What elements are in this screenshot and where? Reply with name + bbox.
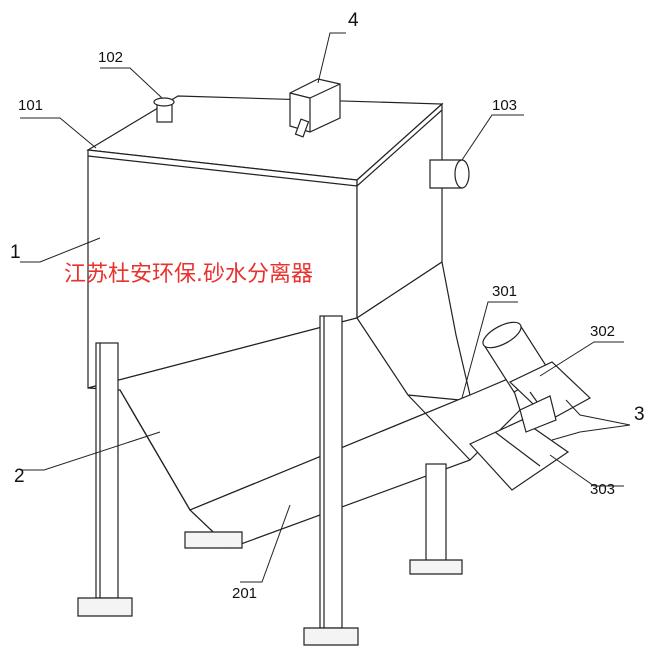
outlet-cylinder-top xyxy=(482,321,522,349)
leg-left-foot xyxy=(77,597,133,617)
leader-102 xyxy=(100,67,163,99)
label-101: 101 xyxy=(18,97,43,114)
side-pipe-103 xyxy=(429,159,470,189)
leader-2 xyxy=(20,431,161,471)
motor-body xyxy=(289,78,341,133)
outlet-connector xyxy=(519,395,557,433)
leader-3b xyxy=(551,424,631,441)
watermark-text: 江苏杜安环保.砂水分离器 xyxy=(64,262,313,287)
leader-3a xyxy=(565,399,631,426)
label-201: 201 xyxy=(232,585,257,602)
box-303-edge xyxy=(494,431,541,467)
legs xyxy=(77,315,463,646)
pipe-102-mouth xyxy=(153,97,175,107)
label-1: 1 xyxy=(10,242,21,263)
tank-top-rim xyxy=(87,109,443,187)
inlet-pipe-102 xyxy=(153,97,175,123)
leader-lines xyxy=(20,32,631,583)
leg-right xyxy=(425,463,447,563)
leader-103 xyxy=(461,114,524,161)
label-302: 302 xyxy=(590,323,615,340)
leader-301 xyxy=(461,301,518,399)
leg-left xyxy=(95,342,119,599)
leader-201 xyxy=(240,504,291,583)
tank-body xyxy=(86,95,444,389)
label-301: 301 xyxy=(492,283,517,300)
leader-101 xyxy=(20,117,97,149)
motor-edge-1 xyxy=(289,92,311,99)
motor-4 xyxy=(289,78,341,138)
motor-edge-2 xyxy=(309,83,341,99)
leader-302 xyxy=(539,341,624,377)
label-4: 4 xyxy=(348,10,359,31)
leg-right-foot xyxy=(409,559,463,575)
box-303 xyxy=(469,419,570,491)
label-103: 103 xyxy=(492,97,517,114)
motor-shaft xyxy=(294,118,310,138)
label-102: 102 xyxy=(98,49,123,66)
pipe-103-mouth xyxy=(454,159,470,189)
label-303: 303 xyxy=(590,481,615,498)
trough-curve-edge xyxy=(407,394,471,461)
leg-back-left-foot xyxy=(184,531,243,549)
leg-center-foot xyxy=(303,627,359,646)
label-2: 2 xyxy=(14,466,25,487)
leg-center xyxy=(319,315,343,629)
outlet-assembly-3 xyxy=(469,321,592,491)
hopper-left-edge xyxy=(119,389,191,511)
leader-303 xyxy=(549,454,624,487)
label-3: 3 xyxy=(634,404,645,425)
leader-1 xyxy=(20,237,101,263)
leader-4 xyxy=(317,32,346,84)
